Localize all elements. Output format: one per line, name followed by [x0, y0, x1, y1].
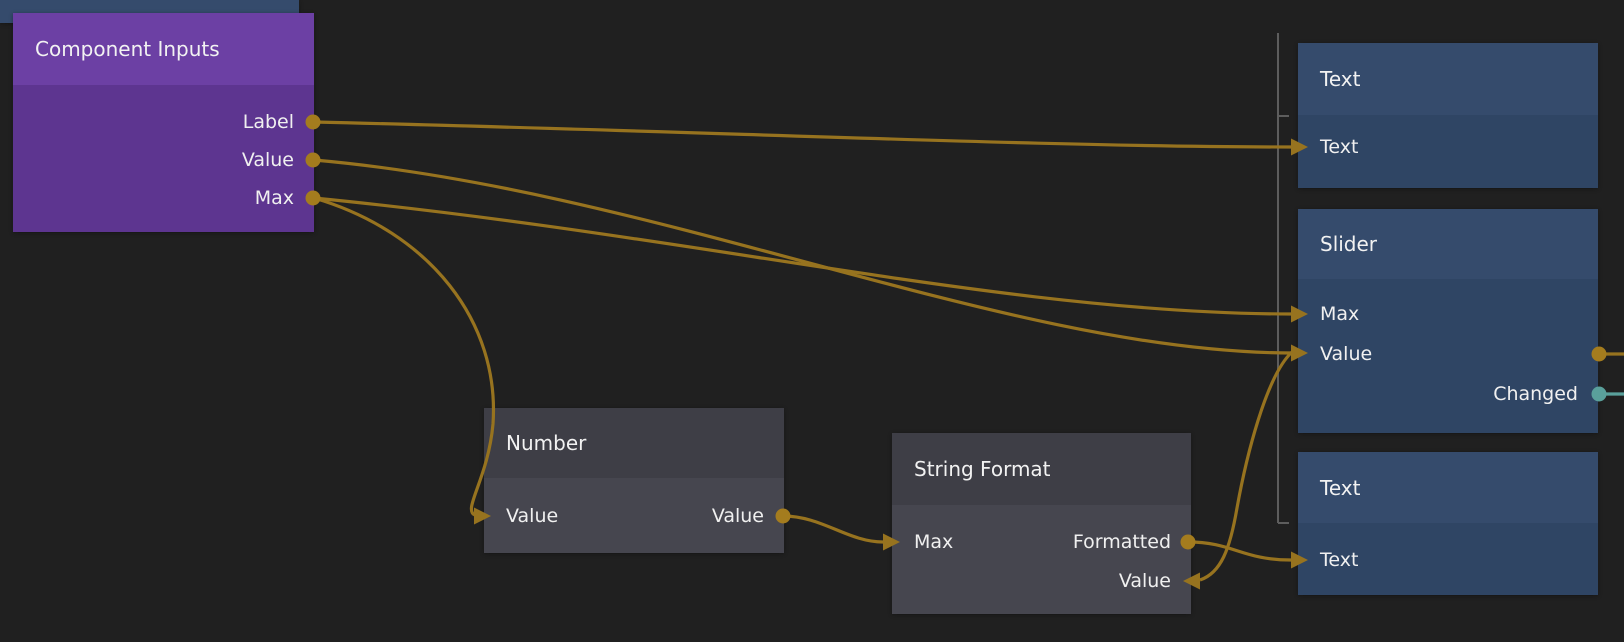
wire-number-to-stringformat-max[interactable]	[782, 514, 884, 544]
wire-max-to-number-value[interactable]	[313, 196, 496, 517]
output-label-label: Label	[242, 111, 294, 133]
node-body: Max Value Changed	[1298, 279, 1598, 433]
wire-slider-value-to-stringformat-value[interactable]	[1199, 350, 1294, 582]
node-header: String Format	[892, 433, 1191, 505]
input-value-label: Value	[506, 505, 559, 527]
node-body: Label Value Max	[13, 85, 314, 232]
output-value-label: Value	[711, 505, 764, 527]
node-title: String Format	[914, 457, 1051, 481]
node-title: Slider	[1320, 232, 1378, 256]
node-title: Number	[506, 431, 587, 455]
node-header: Slider	[1298, 209, 1598, 279]
input-max-label: Max	[1320, 303, 1360, 325]
node-text-bottom[interactable]: Text Text	[1298, 452, 1598, 595]
node-header: Component Inputs	[13, 13, 314, 85]
wire-max-to-slider-max[interactable]	[313, 196, 1293, 316]
output-formatted-label: Formatted	[1072, 531, 1171, 553]
node-header: Text	[1298, 452, 1598, 523]
node-title: Text	[1320, 67, 1361, 91]
node-title: Text	[1320, 475, 1361, 500]
output-max-label: Max	[254, 187, 294, 209]
input-max-label: Max	[914, 531, 954, 553]
node-text-top[interactable]: Text Text	[1298, 43, 1598, 188]
node-component-inputs[interactable]: Component Inputs Label Value Max	[13, 13, 314, 232]
wire-label-to-text-top[interactable]	[313, 120, 1292, 149]
node-body: Value Value	[484, 478, 784, 553]
output-value-label: Value	[241, 149, 294, 171]
node-header: Number	[484, 408, 784, 478]
node-title: Component Inputs	[35, 37, 220, 61]
node-header: Text	[1298, 43, 1598, 115]
node-body: Text	[1298, 115, 1598, 188]
wire-formatted-to-text-bottom[interactable]	[1187, 540, 1292, 562]
wire-value-to-slider-value[interactable]	[313, 158, 1293, 355]
node-body: Max Formatted Value	[892, 505, 1191, 614]
node-body: Text	[1298, 523, 1598, 595]
input-text-label: Text	[1320, 549, 1359, 571]
node-number[interactable]: Number Value Value	[484, 408, 784, 553]
node-slider[interactable]: Slider Max Value Changed	[1298, 209, 1598, 433]
input-text-label: Text	[1320, 136, 1359, 158]
input-value-label: Value	[1320, 343, 1373, 365]
hierarchy-guide-line	[1277, 33, 1289, 524]
output-changed-label: Changed	[1493, 383, 1578, 405]
node-string-format[interactable]: String Format Max Formatted Value	[892, 433, 1191, 614]
input-value-right-label: Value	[1118, 570, 1171, 592]
